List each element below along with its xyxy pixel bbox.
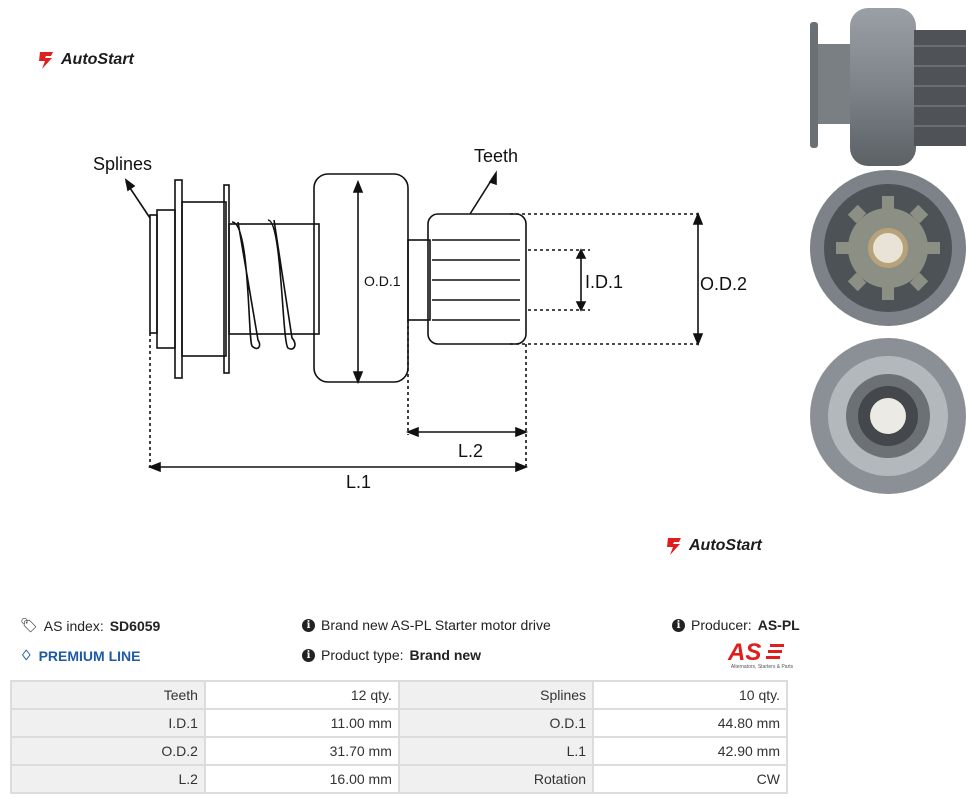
- product-photo-side: [810, 8, 966, 166]
- label-l1: L.1: [346, 472, 371, 492]
- spec-key: Rotation: [397, 764, 595, 794]
- spec-key: L.2: [10, 764, 206, 794]
- product-photo-back: [810, 338, 966, 494]
- spec-key: Teeth: [10, 680, 206, 710]
- product-type-label: Product type:: [321, 647, 404, 663]
- table-row: I.D.1 11.00 mm O.D.1 44.80 mm: [10, 708, 788, 738]
- technical-diagram: Splines Teeth O.D.1 I.D.1 O.D.2 L.2 L.1: [93, 146, 747, 492]
- spec-value: 16.00 mm: [203, 764, 400, 794]
- premium-line-badge: ♢ PREMIUM LINE: [20, 647, 140, 664]
- table-row: O.D.2 31.70 mm L.1 42.90 mm: [10, 736, 788, 766]
- spec-value: CW: [592, 764, 788, 794]
- as-pl-logo-text: AS: [727, 639, 761, 664]
- product-type-value: Brand new: [409, 647, 482, 663]
- autostart-logo-text: AutoStart: [61, 51, 134, 68]
- specifications-table: Teeth 12 qty. Splines 10 qty. I.D.1 11.0…: [10, 680, 788, 794]
- info-icon: i: [302, 618, 315, 632]
- spec-key: Splines: [397, 680, 595, 710]
- autostart-logo-text: AutoStart: [689, 537, 762, 554]
- label-splines: Splines: [93, 154, 152, 174]
- spec-value: 31.70 mm: [203, 736, 400, 766]
- spec-key: L.1: [397, 736, 595, 766]
- description-text: Brand new AS-PL Starter motor drive: [321, 617, 551, 633]
- autostart-logo-icon: [667, 538, 681, 555]
- as-index-label: AS index:: [43, 617, 104, 634]
- producer-value: AS-PL: [757, 617, 800, 633]
- autostart-logo-top: AutoStart: [36, 50, 134, 70]
- label-od2: O.D.2: [700, 274, 747, 294]
- spec-value: 42.90 mm: [592, 736, 788, 766]
- tags-icon: 🏷: [20, 617, 38, 633]
- info-icon: i: [672, 618, 685, 632]
- spec-value: 11.00 mm: [203, 708, 400, 738]
- spec-key: I.D.1: [10, 708, 206, 738]
- label-teeth: Teeth: [474, 146, 518, 166]
- label-od1: O.D.1: [364, 273, 401, 289]
- product-photo-front: [810, 170, 966, 326]
- label-l2: L.2: [458, 441, 483, 461]
- spec-key: O.D.1: [397, 708, 595, 738]
- as-index: 🏷 AS index: SD6059: [20, 617, 160, 634]
- premium-line-label: PREMIUM LINE: [38, 647, 141, 664]
- spec-value: 12 qty.: [203, 680, 400, 710]
- producer: i Producer: AS-PL: [672, 617, 800, 633]
- spec-value: 44.80 mm: [592, 708, 788, 738]
- table-row: Teeth 12 qty. Splines 10 qty.: [10, 680, 788, 710]
- as-index-value: SD6059: [109, 617, 161, 634]
- as-pl-tagline: Alternators, Starters & Parts: [730, 664, 794, 670]
- spec-key: O.D.2: [10, 736, 206, 766]
- as-pl-logo: AS Alternators, Starters & Parts: [716, 638, 808, 672]
- spec-value: 10 qty.: [592, 680, 788, 710]
- producer-label: Producer:: [691, 617, 752, 633]
- as-pl-logo-mark: AS: [727, 639, 784, 666]
- diamond-icon: ♢: [20, 647, 33, 663]
- table-row: L.2 16.00 mm Rotation CW: [10, 764, 788, 794]
- info-icon: i: [302, 648, 315, 662]
- product-type: i Product type: Brand new: [302, 647, 481, 663]
- label-id1: I.D.1: [585, 272, 623, 292]
- autostart-logo-icon: [39, 52, 53, 69]
- autostart-logo-bottom: AutoStart: [664, 536, 762, 556]
- description: i Brand new AS-PL Starter motor drive: [302, 617, 551, 633]
